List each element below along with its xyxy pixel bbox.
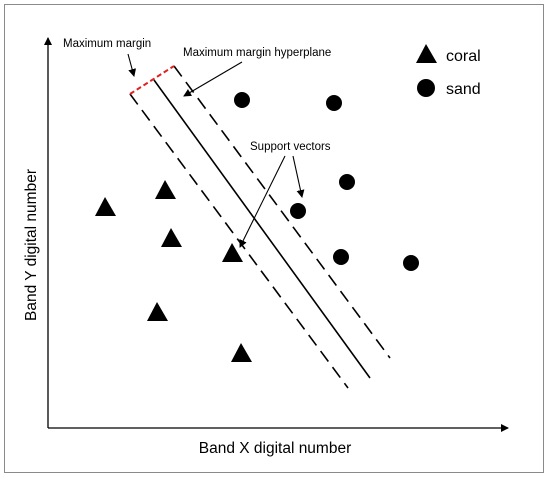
coral-point <box>161 228 182 247</box>
coral-point <box>231 343 252 362</box>
legend-sand-label: sand <box>446 81 481 98</box>
legend-sand-icon <box>417 79 435 97</box>
sand-points <box>234 92 419 271</box>
sand-point <box>403 255 419 271</box>
y-axis-title: Band Y digital number <box>23 169 40 321</box>
sand-point <box>326 95 342 111</box>
coral-point <box>155 180 176 199</box>
support-vector-arrow-sand <box>292 155 305 198</box>
coral-point <box>95 197 116 216</box>
sand-point <box>339 174 355 190</box>
sand-point <box>333 249 349 265</box>
max-margin-arrow <box>127 53 137 77</box>
support-vectors-label: Support vectors <box>250 141 331 153</box>
margin-line-right <box>173 65 391 359</box>
margin-width-marker <box>129 65 175 95</box>
coral-points <box>95 180 252 362</box>
max-margin-label: Maximum margin <box>63 38 151 50</box>
hyperplane-label: Maximum margin hyperplane <box>183 47 331 59</box>
sand-point <box>234 92 250 108</box>
figure-frame <box>4 4 544 473</box>
x-axis-title: Band X digital number <box>199 440 352 457</box>
legend-coral-icon <box>416 44 437 63</box>
hyperplane-line <box>153 79 371 379</box>
sand-point-support-vector <box>290 203 306 219</box>
coral-point <box>147 302 168 321</box>
coral-point-support-vector <box>222 243 243 262</box>
legend-coral-label: coral <box>446 48 481 65</box>
support-vector-arrow-coral <box>239 155 286 248</box>
hyperplane-arrow <box>183 61 243 97</box>
margin-line-left <box>129 93 349 389</box>
legend: coral sand <box>416 44 481 98</box>
